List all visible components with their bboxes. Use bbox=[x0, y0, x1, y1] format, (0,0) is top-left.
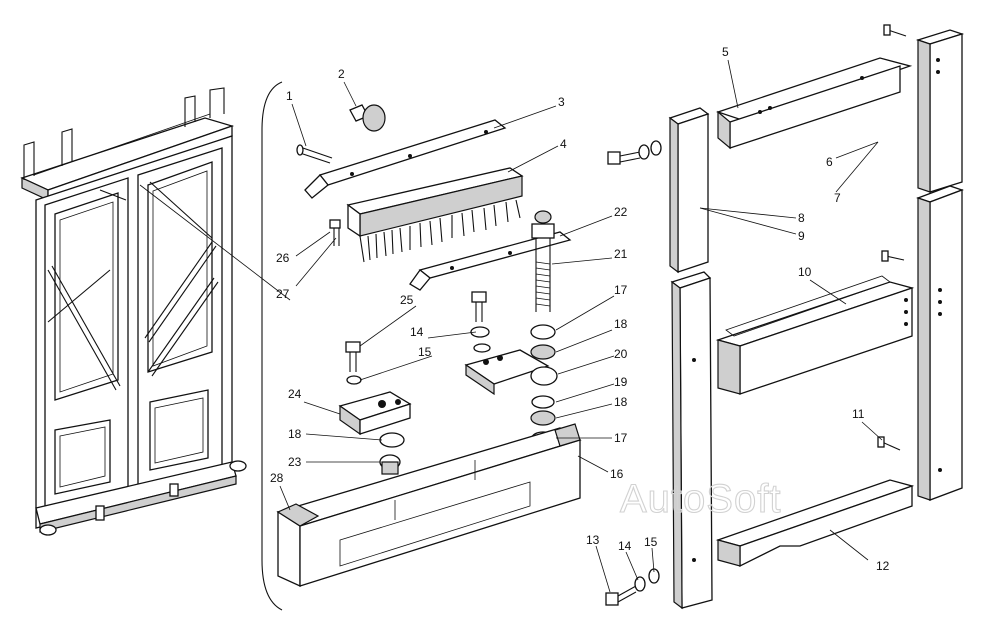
assembled-door-view bbox=[20, 87, 247, 536]
callout-11: 11 bbox=[852, 407, 865, 421]
callout-26: 26 bbox=[276, 251, 290, 265]
callout-27: 27 bbox=[276, 287, 290, 301]
callout-21: 21 bbox=[614, 247, 628, 261]
callout-28: 28 bbox=[270, 471, 284, 485]
callout-12: 12 bbox=[876, 559, 890, 573]
callout-9: 9 bbox=[798, 229, 805, 243]
callout-14-middle: 14 bbox=[410, 325, 424, 339]
detail-leader-line bbox=[139, 184, 291, 301]
callout-7: 7 bbox=[834, 191, 841, 205]
brush-seal-assembly bbox=[276, 104, 582, 588]
leader-lines bbox=[279, 59, 883, 593]
callout-18-upper: 18 bbox=[614, 317, 628, 331]
callout-15-lower: 15 bbox=[644, 535, 658, 549]
callout-14-lower: 14 bbox=[618, 539, 632, 553]
detail-bracket bbox=[261, 81, 283, 611]
callout-17-lower: 17 bbox=[614, 431, 628, 445]
callout-18-lower: 18 bbox=[614, 395, 628, 409]
callout-6: 6 bbox=[826, 155, 833, 169]
callout-24: 24 bbox=[288, 387, 302, 401]
callout-2: 2 bbox=[338, 67, 345, 81]
callout-4: 4 bbox=[560, 137, 567, 151]
callout-3: 3 bbox=[558, 95, 565, 109]
callout-labels: 1 2 3 4 5 6 7 8 9 10 11 12 13 14 14 15 1… bbox=[270, 45, 890, 573]
callout-8: 8 bbox=[798, 211, 805, 225]
callout-23: 23 bbox=[288, 455, 302, 469]
callout-17-upper: 17 bbox=[614, 283, 628, 297]
callout-13: 13 bbox=[586, 533, 600, 547]
callout-25: 25 bbox=[400, 293, 414, 307]
callout-16: 16 bbox=[610, 467, 624, 481]
callout-20: 20 bbox=[614, 347, 628, 361]
callout-5: 5 bbox=[722, 45, 729, 59]
door-leaf-components bbox=[605, 24, 965, 610]
callout-18-left: 18 bbox=[288, 427, 302, 441]
callout-10: 10 bbox=[798, 265, 812, 279]
watermark-text: AutoSoft bbox=[620, 477, 781, 521]
callout-22: 22 bbox=[614, 205, 628, 219]
callout-15-middle: 15 bbox=[418, 345, 432, 359]
callout-19: 19 bbox=[614, 375, 628, 389]
callout-1: 1 bbox=[286, 89, 293, 103]
